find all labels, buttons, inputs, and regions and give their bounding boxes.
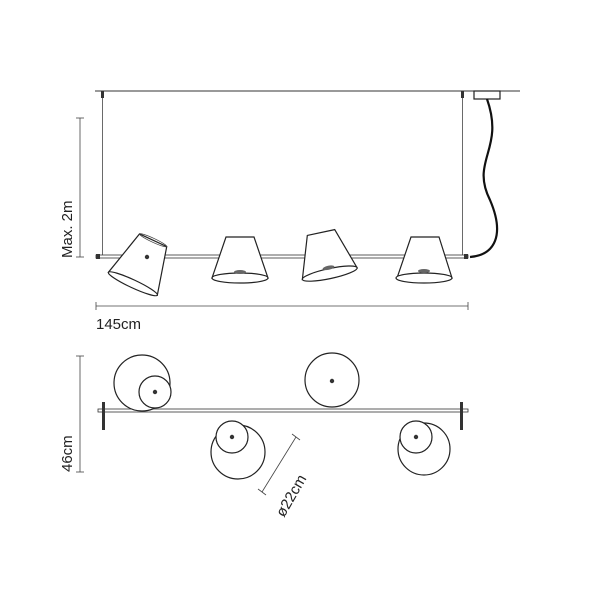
diameter-tick-top: [291, 433, 301, 441]
top-bar-end-right: [460, 402, 463, 430]
height-label: Max. 2m: [59, 200, 76, 258]
top-bar: [97, 408, 469, 413]
top-shade-4: [397, 420, 451, 476]
diameter-dimension-line: [261, 436, 297, 493]
bar-end-left: [96, 254, 100, 259]
top-bar-end-left: [102, 402, 105, 430]
bar-end-right: [464, 254, 468, 259]
front-shade-4: [395, 236, 453, 284]
front-shade-2: [211, 236, 269, 284]
ceiling-mount-left: [101, 91, 104, 98]
ceiling-canopy: [473, 90, 501, 100]
power-cable: [469, 98, 499, 259]
diameter-tick-bottom: [257, 488, 267, 496]
front-shade-1-pivot: [144, 254, 150, 260]
front-shade-3: [301, 228, 359, 282]
width-label: 145cm: [96, 316, 141, 333]
diameter-label: ø22cm: [273, 472, 311, 520]
front-view: Max. 2m 145cm: [59, 90, 520, 333]
front-shade-1: [107, 233, 168, 297]
top-shade-1: [113, 354, 172, 412]
top-shade-2: [210, 420, 266, 480]
depth-label: 46cm: [59, 435, 76, 472]
top-view: 46cm ø22cm: [59, 352, 469, 520]
ceiling-mount-right: [461, 91, 464, 98]
top-shade-3: [304, 352, 360, 408]
